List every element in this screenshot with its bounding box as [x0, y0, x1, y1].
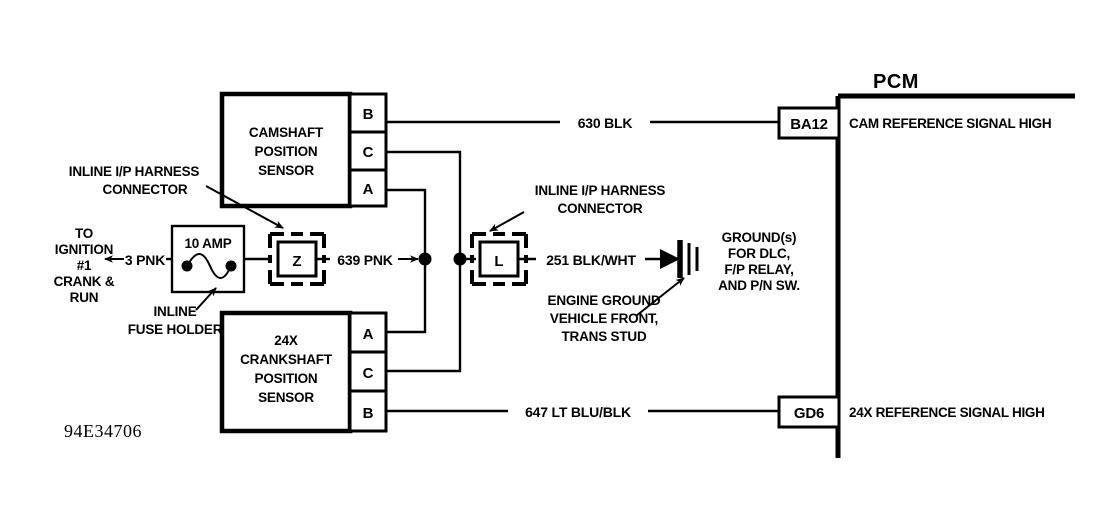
junction-dot-inner — [418, 252, 432, 266]
camshaft-pin-a: A — [363, 181, 374, 198]
connector-z-caption-line-2: CONNECTOR — [103, 182, 188, 197]
drawing-code: 94E34706 — [64, 421, 142, 441]
crank-pin-a: A — [363, 326, 374, 343]
fuse-terminal-right — [225, 260, 237, 272]
crankshaft-position-sensor-24x: 24X CRANKSHAFT POSITION SENSOR A C B — [219, 310, 388, 434]
wire-251-blk-wht: 251 BLK/WHT — [518, 252, 672, 268]
source-line-4: CRANK & — [54, 274, 115, 289]
ground-symbol — [660, 240, 699, 278]
wire-630-blk-label: 630 BLK — [578, 115, 633, 131]
crank-sensor-line-1: 24X — [274, 333, 298, 348]
connector-l-letter: L — [494, 253, 503, 270]
crank-sensor-line-2: CRANKSHAFT — [240, 352, 333, 367]
connector-l-caption-line-2: CONNECTOR — [558, 201, 643, 216]
pcm-signal-24x-reference: 24X REFERENCE SIGNAL HIGH — [849, 405, 1045, 420]
fuse-element — [186, 253, 232, 279]
crank-pin-c: C — [363, 365, 374, 382]
ground-note-line-3: F/P RELAY, — [724, 262, 793, 277]
wire-cam-a-to-crank-a — [386, 188, 432, 334]
ground-note: GROUND(s) FOR DLC, F/P RELAY, AND P/N SW… — [718, 230, 800, 293]
pcm-module: PCM BA12 CAM REFERENCE SIGNAL HIGH GD6 2… — [777, 71, 1075, 458]
pcm-signal-cam-reference: CAM REFERENCE SIGNAL HIGH — [849, 116, 1051, 131]
camshaft-position-sensor: CAMSHAFT POSITION SENSOR B C A — [219, 91, 388, 209]
wire-647-label: 647 LT BLU/BLK — [525, 404, 631, 420]
camshaft-pin-c: C — [363, 144, 374, 161]
source-line-3: #1 — [77, 258, 92, 273]
wire-647-lt-blu-blk: 647 LT BLU/BLK — [386, 404, 781, 420]
fuse-caption-line-1: INLINE — [153, 304, 196, 319]
connector-l-callout-arrow — [489, 211, 525, 232]
crank-sensor-line-4: SENSOR — [258, 390, 314, 405]
crank-pin-b: B — [363, 405, 374, 422]
fuse-caption-line-2: FUSE HOLDER — [128, 322, 223, 337]
connector-l: L INLINE I/P HARNESS CONNECTOR — [460, 183, 666, 286]
pcm-terminal-gd6: GD6 — [794, 405, 824, 422]
wire-639-pnk-label: 639 PNK — [337, 252, 392, 268]
pcm-title: PCM — [873, 71, 919, 93]
camshaft-pin-b: B — [363, 106, 374, 123]
camshaft-sensor-line-2: POSITION — [255, 144, 318, 159]
crank-sensor-line-3: POSITION — [255, 371, 318, 386]
connector-z: Z INLINE I/P HARNESS CONNECTOR — [69, 164, 326, 286]
ground-arrow-head — [660, 249, 680, 269]
source-line-2: IGNITION — [55, 242, 113, 257]
pcm-terminal-ba12: BA12 — [790, 116, 828, 133]
wire-639-pnk: 639 PNK — [316, 252, 419, 268]
inline-fuse-holder: 10 AMP INLINE FUSE HOLDER — [128, 224, 246, 337]
engine-ground-line-1: ENGINE GROUND — [548, 293, 661, 308]
engine-ground-callout-arrow — [635, 277, 685, 317]
engine-ground-callout: ENGINE GROUND VEHICLE FRONT, TRANS STUD — [548, 277, 685, 344]
engine-ground-line-2: VEHICLE FRONT, — [550, 311, 658, 326]
fuse-callout-arrow — [195, 287, 217, 311]
engine-ground-line-3: TRANS STUD — [562, 329, 647, 344]
source-line-5: RUN — [70, 290, 99, 305]
connector-z-letter: Z — [292, 253, 301, 270]
camshaft-sensor-line-1: CAMSHAFT — [249, 125, 324, 140]
wire-251-label: 251 BLK/WHT — [546, 252, 636, 268]
connector-l-caption-line-1: INLINE I/P HARNESS — [535, 183, 666, 198]
ignition-source-label: TO IGNITION #1 CRANK & RUN — [54, 226, 115, 305]
wire-3-pnk-label: 3 PNK — [125, 252, 165, 268]
camshaft-sensor-line-3: SENSOR — [258, 163, 314, 178]
connector-z-callout-arrow — [205, 185, 284, 229]
connector-z-caption-line-1: INLINE I/P HARNESS — [69, 164, 200, 179]
wire-630-blk: 630 BLK — [386, 115, 781, 131]
ground-note-line-4: AND P/N SW. — [718, 278, 800, 293]
source-line-1: TO — [75, 226, 93, 241]
fuse-rating-label: 10 AMP — [184, 236, 231, 251]
ground-note-line-2: FOR DLC, — [728, 246, 790, 261]
ground-note-line-1: GROUND(s) — [722, 230, 797, 245]
wire-3-pnk: 3 PNK — [104, 252, 172, 268]
